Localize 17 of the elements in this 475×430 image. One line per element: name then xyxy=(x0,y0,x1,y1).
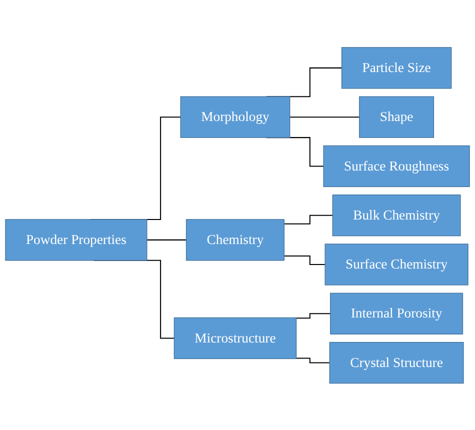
node-box: Powder Properties xyxy=(5,218,148,260)
node-box: Particle Size xyxy=(341,46,452,88)
node-box: Crystal Structure xyxy=(329,342,464,384)
connector xyxy=(296,312,331,318)
node-box: Surface Roughness xyxy=(323,145,470,187)
node-box: Microstructure xyxy=(174,317,297,359)
connector xyxy=(284,214,334,224)
node-box: Bulk Chemistry xyxy=(332,194,461,236)
connector xyxy=(290,116,360,118)
node-box: Morphology xyxy=(180,96,290,138)
node-box: Internal Porosity xyxy=(330,292,464,334)
node-box: Surface Chemistry xyxy=(324,243,468,285)
connector xyxy=(146,239,187,240)
connector xyxy=(284,255,326,265)
connector xyxy=(296,357,330,363)
node-box: Chemistry xyxy=(186,218,284,260)
node-box: Shape xyxy=(359,96,434,138)
